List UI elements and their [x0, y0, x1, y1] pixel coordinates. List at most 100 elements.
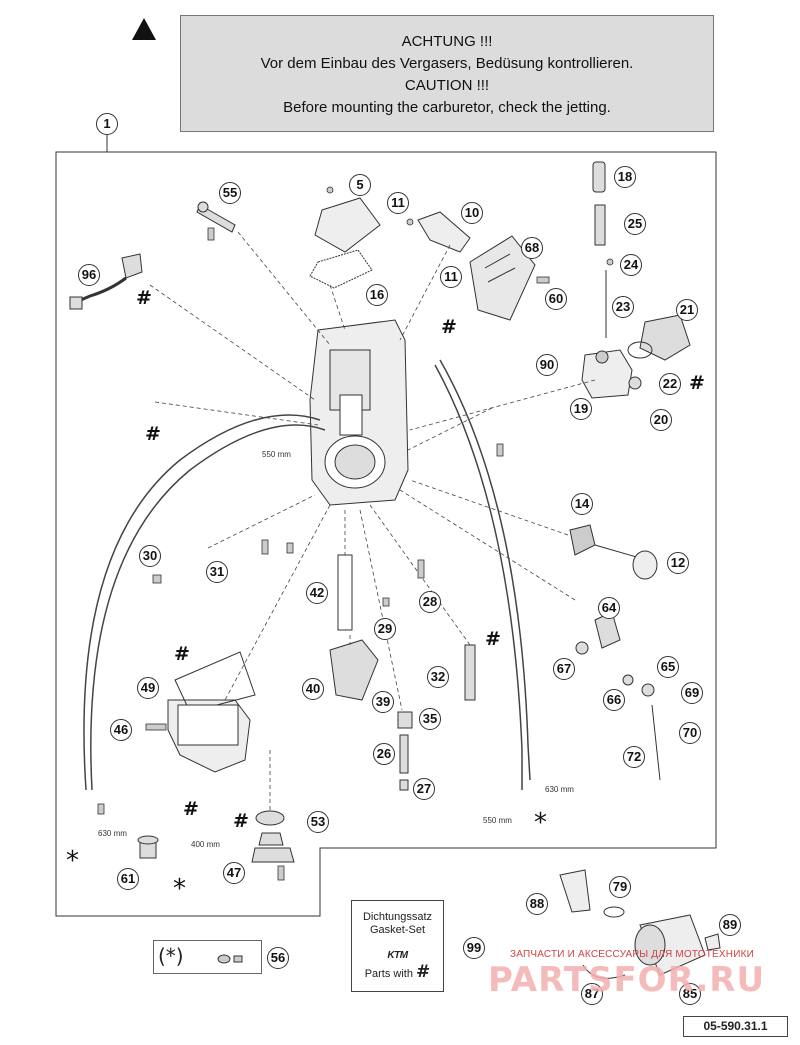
callout-5[interactable]: 5 — [349, 174, 371, 196]
float-bowl — [167, 651, 256, 773]
callout-96[interactable]: 96 — [78, 264, 100, 286]
callout-23[interactable]: 23 — [612, 296, 634, 318]
callout-12[interactable]: 12 — [667, 552, 689, 574]
throttle-cover — [469, 235, 536, 321]
callout-53[interactable]: 53 — [307, 811, 329, 833]
callout-39[interactable]: 39 — [372, 691, 394, 713]
assembly-frame — [55, 151, 717, 917]
dim-400: 400 mm — [191, 840, 220, 849]
callout-27[interactable]: 27 — [413, 778, 435, 800]
callout-25[interactable]: 25 — [624, 213, 646, 235]
callout-11-mid[interactable]: 11 — [440, 266, 462, 288]
callout-65[interactable]: 65 — [657, 656, 679, 678]
callout-90[interactable]: 90 — [536, 354, 558, 376]
bracket — [417, 211, 471, 253]
callout-32[interactable]: 32 — [427, 666, 449, 688]
callout-47[interactable]: 47 — [223, 862, 245, 884]
drawing-code: 05-590.31.1 — [683, 1016, 788, 1037]
screws — [97, 186, 614, 881]
watermark-brand: PARTSFOR.RU — [488, 960, 766, 1000]
callout-31[interactable]: 31 — [206, 561, 228, 583]
callout-42[interactable]: 42 — [306, 582, 328, 604]
ktm-logo: KTM — [387, 950, 408, 961]
callout-89[interactable]: 89 — [719, 914, 741, 936]
callout-64[interactable]: 64 — [598, 597, 620, 619]
hot-start-plunger — [196, 201, 236, 233]
warning-triangle-icon — [132, 18, 156, 40]
callout-1[interactable]: 1 — [96, 113, 118, 135]
callout-67[interactable]: 67 — [553, 658, 575, 680]
hash-mark-32: # — [485, 628, 501, 650]
hash-mark-49: # — [174, 643, 190, 665]
throttle-wheel — [569, 524, 658, 580]
callout-10[interactable]: 10 — [461, 202, 483, 224]
throttle-cables — [83, 359, 531, 791]
gasket-set-title-en: Gasket-Set — [369, 924, 426, 936]
hash-mark-22: # — [689, 372, 705, 394]
assembly-lines — [149, 231, 596, 810]
callout-28[interactable]: 28 — [419, 591, 441, 613]
dim-630-right: 630 mm — [545, 785, 574, 794]
callout-21[interactable]: 21 — [676, 299, 698, 321]
cable-kit-box: (*) — [153, 940, 262, 974]
callout-19[interactable]: 19 — [570, 398, 592, 420]
asterisk-left: * — [66, 846, 79, 876]
callout-24[interactable]: 24 — [620, 254, 642, 276]
solenoid-valve — [581, 314, 691, 399]
callout-85[interactable]: 85 — [679, 983, 701, 1005]
dim-550-top: 550 mm — [262, 450, 291, 459]
hash-mark-96: # — [136, 287, 152, 309]
star-group-label: (*) — [158, 944, 184, 968]
throttle-sensor — [69, 253, 143, 310]
caution-line-2: Vor dem Einbau des Vergasers, Bedüsung k… — [260, 55, 634, 72]
callout-35[interactable]: 35 — [419, 708, 441, 730]
callout-20[interactable]: 20 — [650, 409, 672, 431]
accelerator-pump — [251, 810, 295, 863]
callout-26[interactable]: 26 — [373, 743, 395, 765]
callout-56[interactable]: 56 — [267, 947, 289, 969]
callout-72[interactable]: 72 — [623, 746, 645, 768]
callout-87[interactable]: 87 — [581, 983, 603, 1005]
top-cover — [309, 197, 381, 289]
hash-mark-53: # — [233, 810, 249, 832]
callout-49[interactable]: 49 — [137, 677, 159, 699]
callout-11-top[interactable]: 11 — [387, 192, 409, 214]
hash-mark-left: # — [145, 423, 161, 445]
callout-66[interactable]: 66 — [603, 689, 625, 711]
carburetor-body — [309, 319, 409, 506]
callout-61[interactable]: 61 — [117, 868, 139, 890]
callout-22[interactable]: 22 — [659, 373, 681, 395]
drain-plug — [137, 835, 159, 859]
callout-18[interactable]: 18 — [614, 166, 636, 188]
callout-40[interactable]: 40 — [302, 678, 324, 700]
asterisk-right: * — [534, 808, 547, 838]
caution-line-1: ACHTUNG !!! — [401, 33, 493, 50]
parts-with-label: Parts with # — [364, 962, 431, 982]
callout-46[interactable]: 46 — [110, 719, 132, 741]
intake-parts — [559, 869, 721, 979]
hash-mark-bowl: # — [183, 798, 199, 820]
cable-end-icon — [217, 954, 243, 964]
float — [329, 639, 379, 701]
callout-29[interactable]: 29 — [374, 618, 396, 640]
callout-70[interactable]: 70 — [679, 722, 701, 744]
callout-60[interactable]: 60 — [545, 288, 567, 310]
callout-79[interactable]: 79 — [609, 876, 631, 898]
callout-69[interactable]: 69 — [681, 682, 703, 704]
gasket-set-box: Dichtungssatz Gasket-Set KTM Parts with … — [351, 900, 444, 992]
callout-55[interactable]: 55 — [219, 182, 241, 204]
hash-mark-16: # — [441, 316, 457, 338]
callout-99[interactable]: 99 — [463, 937, 485, 959]
dim-630-left: 630 mm — [98, 829, 127, 838]
caution-notice: ACHTUNG !!! Vor dem Einbau des Vergasers… — [180, 15, 714, 132]
callout-88[interactable]: 88 — [526, 893, 548, 915]
callout-30[interactable]: 30 — [139, 545, 161, 567]
gasket-set-title-de: Dichtungssatz — [362, 911, 433, 923]
watermark-text: ЗАПЧАСТИ И АКСЕССУАРЫ ДЛЯ МОТОТЕХНИКИ — [510, 949, 755, 960]
callout-14[interactable]: 14 — [571, 493, 593, 515]
caution-line-3: CAUTION !!! — [404, 77, 490, 94]
callout-16[interactable]: 16 — [366, 284, 388, 306]
caution-line-4: Before mounting the carburetor, check th… — [283, 99, 611, 116]
callout-68[interactable]: 68 — [521, 237, 543, 259]
